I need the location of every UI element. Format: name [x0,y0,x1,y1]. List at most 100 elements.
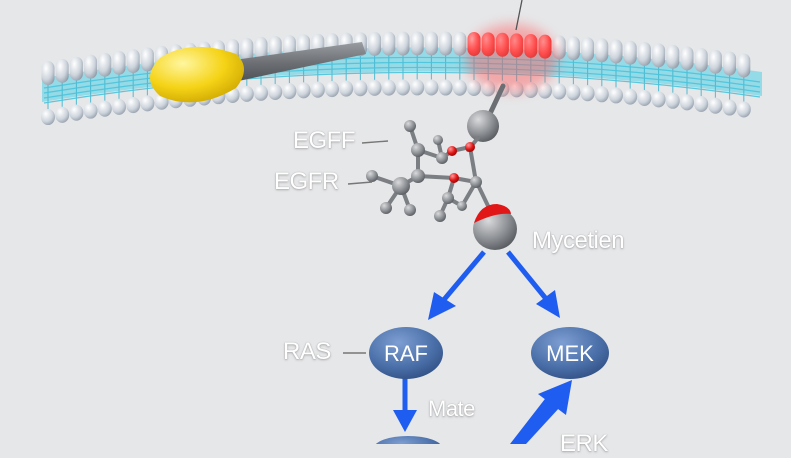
egff-leader-line [361,140,389,144]
oxygen-atom [449,173,459,183]
lipid-heads-bottom [41,79,751,126]
oxygen-atom [465,142,475,152]
lipid-head [368,31,382,56]
egff-label: EGFF [293,127,356,154]
lipid-head [97,100,112,117]
lipid-head [594,86,609,103]
lipid-head [353,80,368,97]
carbon-atom [457,201,467,211]
lipid-head [595,38,609,63]
lipid-head [680,94,694,111]
erk-partial-label: ERK [560,430,608,457]
lipid-head [424,31,438,56]
lipid-head [382,31,396,56]
lipid-head [239,85,254,102]
lipid-head [722,99,737,116]
lipid-head [623,88,638,105]
lipid-head [396,31,410,56]
lipid-head [438,79,453,96]
lipid-head [538,82,552,99]
signal-arrows [393,250,572,444]
lipid-head [737,53,751,78]
mek-node-label: MEK [546,341,594,366]
lipid-head [282,83,297,100]
receptor-pointer-line [515,0,523,31]
carbon-atom [404,204,416,216]
lipid-head [666,44,680,69]
lipid-head [652,43,666,68]
egfr-label: EGFR [274,168,339,195]
lipid-head [566,84,581,101]
lipid-head [424,79,439,96]
lipid-head [694,48,708,73]
lipid-head [339,80,354,97]
lipid-head [84,54,98,79]
lipid-head [381,79,396,96]
lipid-head [140,47,154,72]
lipid-head [552,83,567,100]
carbon-atom [404,120,416,132]
lipid-head [723,51,737,76]
pathway-illustration [41,0,762,458]
lipid-head [325,81,339,98]
lipid-head [367,79,382,96]
oxygen-atom [447,146,457,156]
lipid-head [736,101,751,118]
lipid-head [581,37,595,62]
lipid-head [665,92,680,109]
lipid-head [55,106,70,123]
lipid-head [708,97,723,114]
lipid-head [240,37,254,62]
molecule-head-red-cap [474,204,511,223]
mek-node [531,327,609,379]
lipid-head [310,81,325,98]
lipid-head [623,40,637,65]
arrow-raf-down [393,378,417,432]
carbon-atom [436,152,448,164]
pathway-diagram: EGFF EGFR Mycetien RAS Mate ERK RAF MEK [41,0,762,458]
mate-label: Mate [428,396,475,421]
receptor-stalk [467,83,506,142]
lipid-head [69,104,84,121]
carbon-atom [366,170,378,182]
lipid-head [83,102,98,119]
lipid-head [452,79,467,96]
carbon-atom [380,202,392,214]
erk-node-partial [374,436,442,458]
lipid-head [609,87,623,104]
lipid-head [69,56,83,81]
receptor-glow [466,24,558,92]
lipid-head [254,84,268,101]
lipid-head [694,96,709,113]
lipid-head [55,58,69,83]
raf-node-label: RAF [384,341,428,366]
lipid-head [254,36,268,61]
lipid-head [268,83,283,100]
lipid-head [140,95,155,112]
carbon-atom [434,210,446,222]
lipid-head [126,49,140,74]
lipid-head [566,36,580,61]
lipid-head [410,79,425,96]
mycetien-label: Mycetien [532,227,625,254]
lipid-head [112,98,126,115]
lipid-head [651,91,666,108]
cell-membrane [41,31,762,126]
lipid-head [112,50,126,75]
lipid-head [708,49,722,74]
lipid-head [453,31,467,56]
lipid-head [637,89,652,106]
lipid-head [637,41,651,66]
lipid-head [296,82,311,99]
carbon-atom [411,143,425,157]
egfr-molecule [366,120,517,250]
carbon-atom [442,192,454,204]
carbon-atom [392,177,410,195]
egfr-leader-line [347,181,373,185]
lipid-head [41,61,55,86]
lipid-head [580,85,595,102]
arrow-up-to-mek [510,380,572,444]
carbon-atom [411,169,425,183]
lipid-head [609,39,623,64]
ligand-molecule [150,42,366,103]
